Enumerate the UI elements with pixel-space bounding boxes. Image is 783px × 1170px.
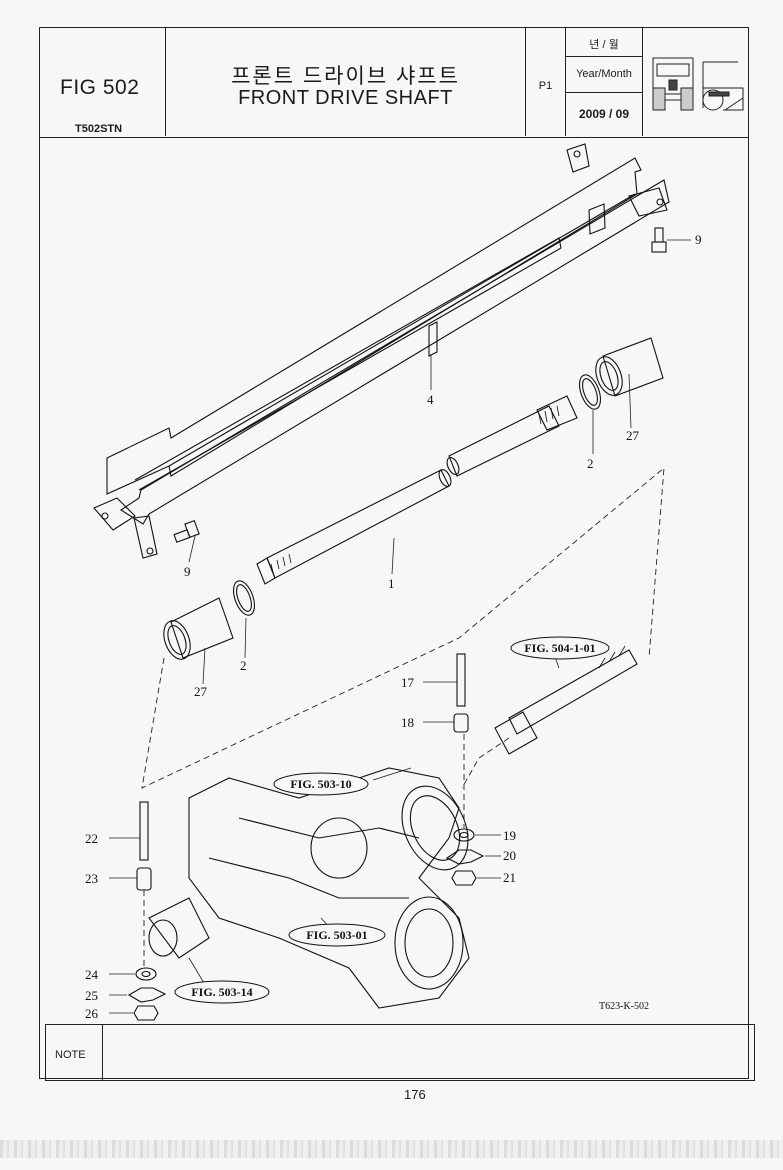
- fig-ref-504-1-01[interactable]: FIG. 504-1-01: [524, 641, 595, 655]
- callout-2-upper: 2: [587, 456, 594, 471]
- date-label-korean: 년 / 월: [589, 39, 619, 51]
- washer-24: [135, 967, 157, 981]
- tractor-icon: [652, 57, 744, 111]
- drawing-code: T623-K-502: [599, 1001, 649, 1012]
- fig-ref-503-01[interactable]: FIG. 503-01: [306, 928, 367, 942]
- washer-19: [453, 828, 475, 842]
- page-code: P1: [538, 80, 553, 92]
- stud-22: [139, 801, 149, 861]
- callout-21: 21: [503, 870, 516, 885]
- bushing-23: [136, 867, 152, 891]
- fig-code: T502STN: [75, 123, 123, 135]
- page-number: 176: [404, 1087, 426, 1102]
- date-label-english: Year/Month: [576, 68, 632, 80]
- axle-housing: [188, 767, 470, 1009]
- drive-shaft: [266, 469, 450, 579]
- note-label: NOTE: [55, 1049, 86, 1061]
- callout-19: 19: [503, 828, 516, 843]
- pinion-shaft: [508, 649, 638, 735]
- callout-24: 24: [85, 967, 99, 982]
- stud-17: [456, 653, 466, 707]
- callout-26: 26: [85, 1006, 99, 1021]
- shaft-cover: [106, 157, 642, 495]
- callout-22: 22: [85, 831, 98, 846]
- callout-2-lower: 2: [240, 658, 247, 673]
- fig-ref-503-14[interactable]: FIG. 503-14: [191, 985, 252, 999]
- callout-9-upper: 9: [695, 232, 702, 247]
- nut-21: [451, 870, 477, 886]
- callout-18: 18: [401, 715, 414, 730]
- callout-17: 17: [401, 675, 415, 690]
- header-block: FIG 502 T502STN 프론트 드라이브 샤프트 FRONT DRIVE…: [39, 27, 749, 138]
- title-english: FRONT DRIVE SHAFT: [238, 87, 453, 109]
- fig-ref-503-10[interactable]: FIG. 503-10: [290, 777, 351, 791]
- callout-20: 20: [503, 848, 516, 863]
- callout-1: 1: [388, 576, 395, 591]
- exploded-parts-diagram: 9 4 27 2 9 1 2 27 17 18 19 20 21 22 23 2…: [85, 143, 702, 1021]
- coupling-lower: [163, 597, 234, 660]
- page-code-cell: P1: [526, 28, 566, 136]
- callout-4: 4: [427, 392, 434, 407]
- tractor-thumbnail: [643, 28, 748, 136]
- nut-26: [133, 1005, 159, 1021]
- fig-label: FIG 502: [60, 76, 140, 99]
- bolt-upper: [651, 227, 667, 253]
- wing-25: [127, 987, 167, 1003]
- callout-23: 23: [85, 871, 98, 886]
- snap-ring-lower: [232, 580, 256, 616]
- scan-artifact-strip: [0, 1140, 783, 1158]
- date-cell: 년 / 월 Year/Month 2009 / 09: [566, 28, 643, 136]
- bushing-18: [453, 713, 469, 733]
- callout-25: 25: [85, 988, 98, 1003]
- note-label-cell: NOTE: [46, 1025, 103, 1080]
- coupling-upper: [595, 337, 664, 397]
- title-cell: 프론트 드라이브 샤프트 FRONT DRIVE SHAFT: [166, 28, 526, 136]
- callout-9-lower: 9: [184, 564, 191, 579]
- note-row: NOTE: [45, 1024, 755, 1081]
- callout-27-lower: 27: [194, 684, 208, 699]
- fig-cell: FIG 502 T502STN: [40, 28, 166, 136]
- wing-20: [445, 849, 485, 865]
- bolt-lower: [173, 520, 200, 543]
- snap-ring-upper: [578, 374, 602, 410]
- callout-27-upper: 27: [626, 428, 640, 443]
- date-value: 2009 / 09: [578, 107, 630, 121]
- title-korean: 프론트 드라이브 샤프트: [231, 65, 460, 88]
